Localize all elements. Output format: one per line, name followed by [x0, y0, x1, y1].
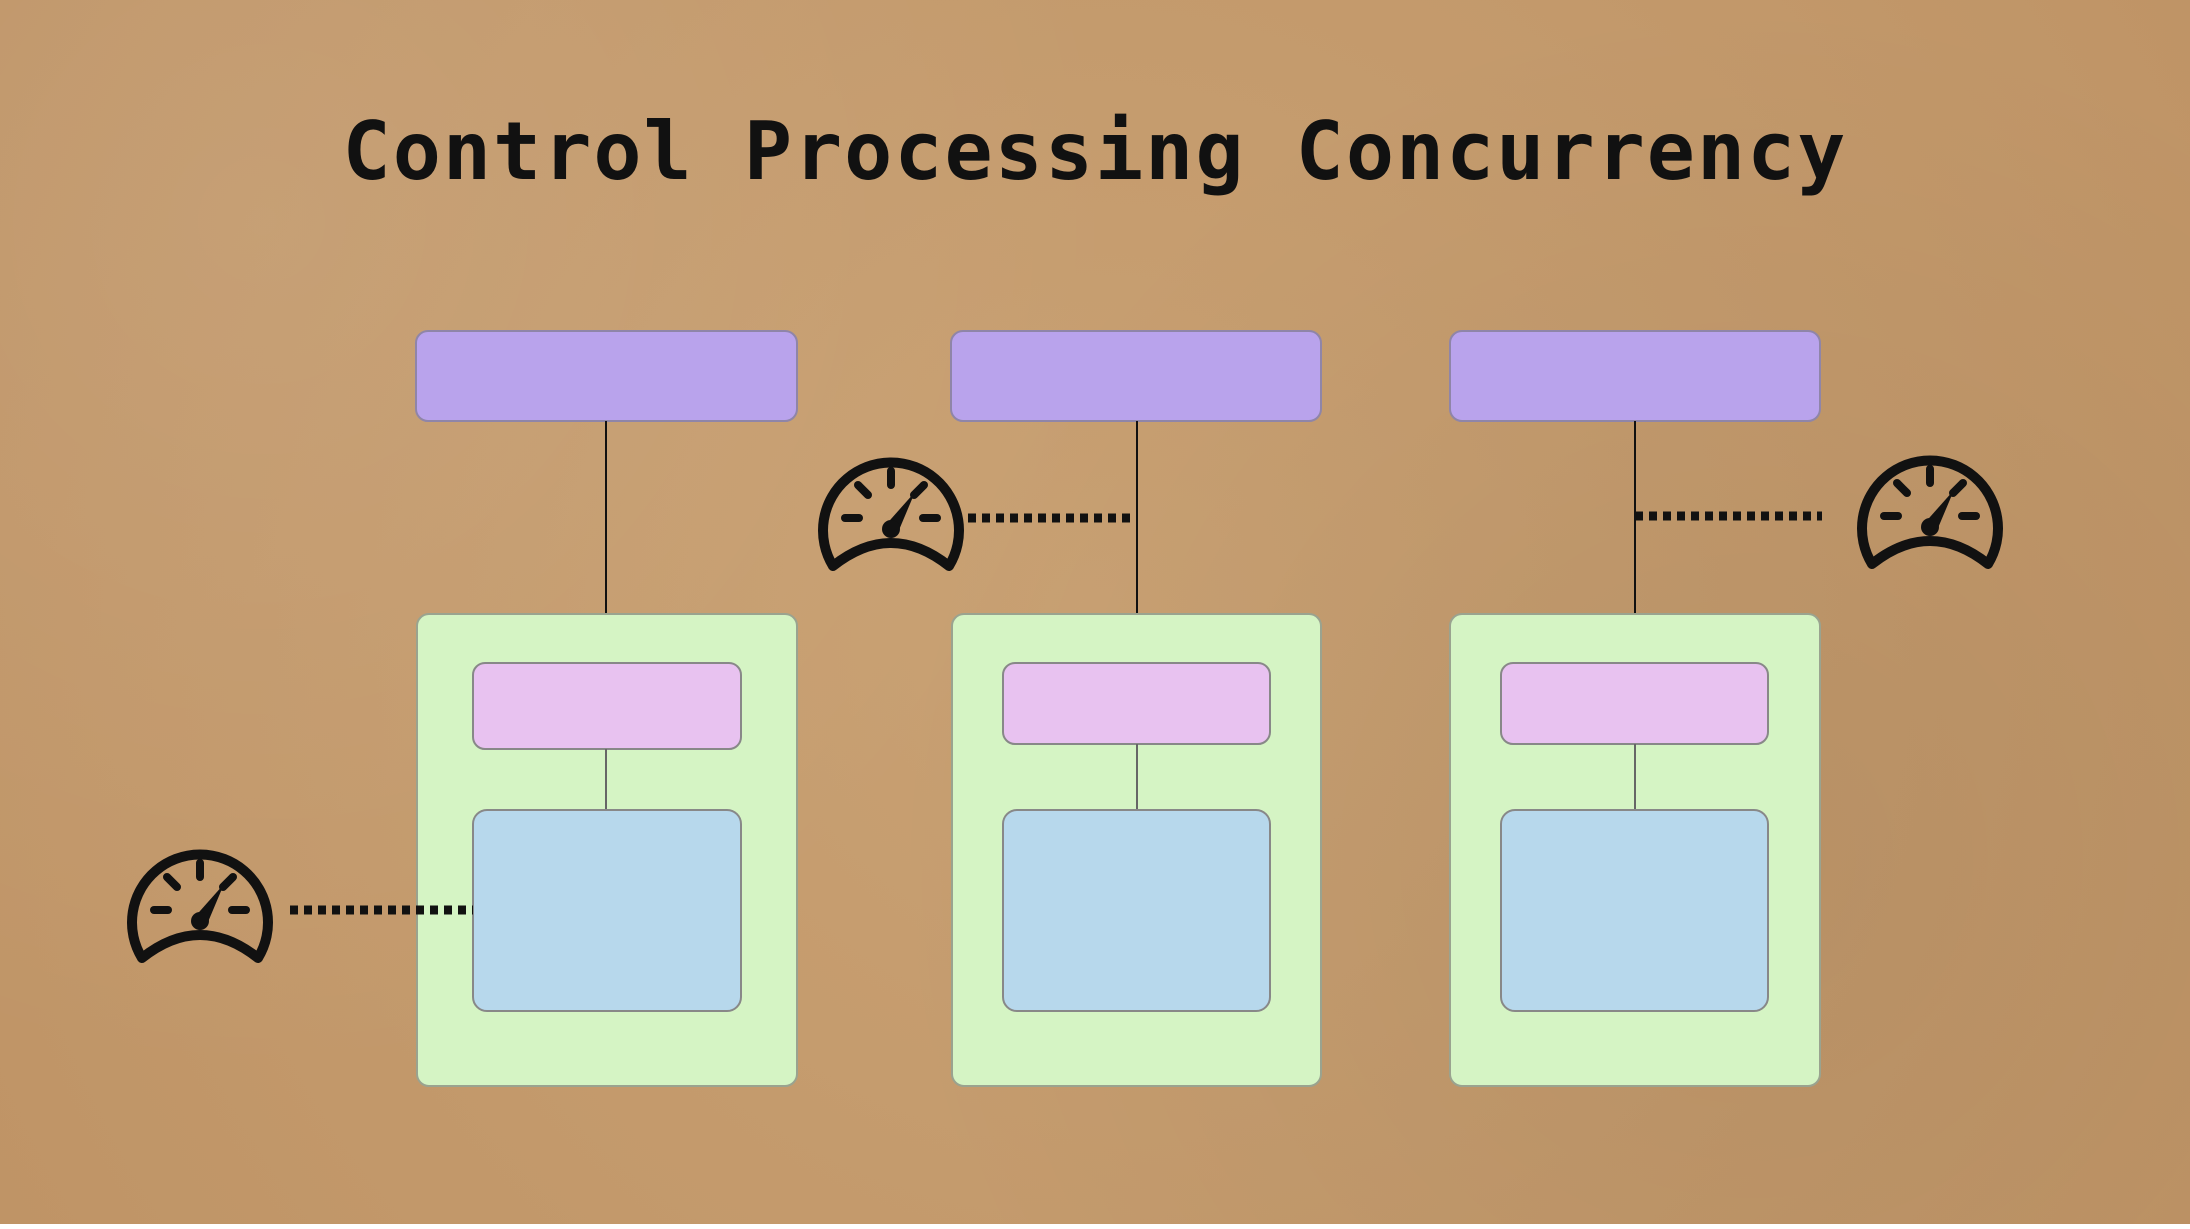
inner-top-box-3: [1500, 662, 1769, 745]
queue-box-1: [415, 330, 798, 422]
worker-group-2: [823, 330, 1322, 1087]
diagram-title: Control Processing Concurrency: [342, 105, 1848, 198]
queue-box-3: [1449, 330, 1821, 422]
inner-processing-box-1: [472, 809, 742, 1012]
speedometer-icon: [1862, 461, 1998, 644]
inner-top-box-1: [472, 662, 742, 750]
worker-group-1: [132, 330, 798, 1087]
speedometer-icon: [132, 855, 268, 1038]
inner-processing-box-2: [1002, 809, 1271, 1012]
inner-top-box-2: [1002, 662, 1271, 745]
bottom-edge: [0, 1224, 2190, 1229]
worker-group-3: [1449, 330, 1998, 1087]
inner-processing-box-3: [1500, 809, 1769, 1012]
queue-box-2: [950, 330, 1322, 422]
speedometer-icon: [823, 463, 959, 646]
